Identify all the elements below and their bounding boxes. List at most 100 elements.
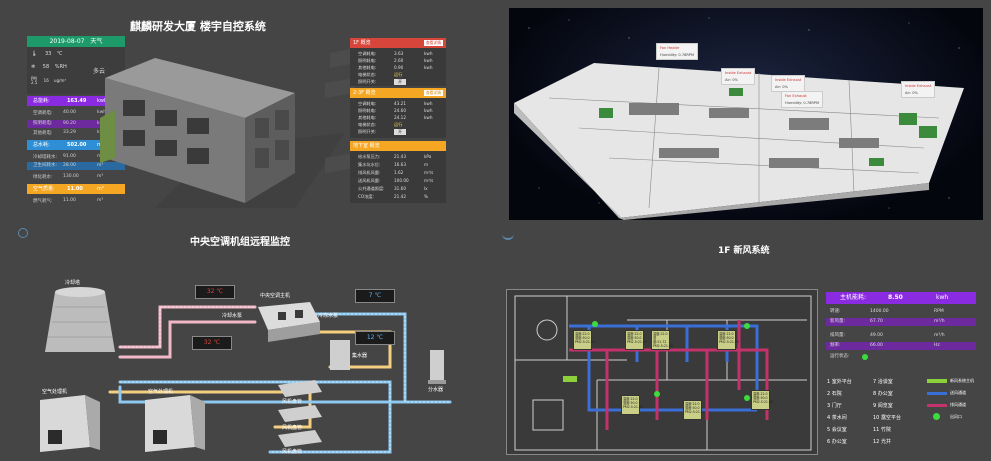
floor-1-header: 1F 概览 查看详情: [350, 38, 446, 48]
energy-head-unit: kwh: [97, 98, 108, 104]
light-toggle[interactable]: 开: [394, 79, 407, 85]
ahu-label: 空气处理机: [148, 389, 174, 395]
legend-room: 12 光井: [873, 439, 891, 445]
legend-key: 出风口: [950, 414, 962, 419]
gas-head-unit: m³: [97, 186, 104, 192]
quadrant-marker-icon: [502, 234, 514, 240]
weather-temp: 33: [44, 51, 52, 57]
legend-room: 3 门厅: [827, 403, 842, 409]
legend-room: 2 石院: [827, 391, 842, 397]
legend-room: 10 露空平台: [873, 415, 901, 421]
weather-sky: 多云: [93, 68, 106, 75]
collector-label: 集水器: [352, 353, 368, 359]
basement-header: 地下室 概览: [350, 141, 446, 151]
temperature-readout: 7 ℃: [355, 289, 395, 303]
legend-room: 7 洽谈室: [873, 379, 893, 385]
hvac-schematic[interactable]: 32 ℃ 7 ℃ 32 ℃ 12 ℃ 冷却塔 中央空调主机 冷却水泵 冷冻水泵 …: [10, 252, 490, 461]
fcu-label: 风机盘管: [282, 449, 303, 455]
fresh-air-title: 1F 新风系统: [718, 246, 770, 256]
legend-swatch: [927, 392, 947, 395]
temperature-readout: 12 ℃: [355, 331, 395, 345]
weather-temp-unit: ℃: [56, 51, 63, 57]
weather-header: 2019-08-07 天气: [27, 36, 125, 47]
divider-label: 分水器: [428, 387, 444, 393]
cooling-tower-label: 冷却塔: [65, 280, 81, 286]
temperature-readout: 32 ℃: [192, 336, 232, 350]
weather-card: 2019-08-07 天气 🌡 33 ℃ ❄ 58 %RH PM 2.5 16 …: [27, 36, 125, 94]
energy-header: 总能耗: 163.49 kwh: [27, 96, 125, 106]
pm-label: PM 2.5: [31, 76, 38, 85]
legend-room: 11 竹院: [873, 427, 891, 433]
hvac-title: 中央空调机组远程监控: [190, 237, 290, 248]
chiller-label: 中央空调主机: [260, 293, 291, 299]
gas-header: 空气质量: 11.00 m³: [27, 184, 125, 194]
gas-head-label: 空气质量:: [33, 186, 55, 192]
legend-key: 排风通道: [950, 402, 966, 407]
humidity-icon: ❄: [31, 64, 36, 70]
water-head-label: 总水耗:: [33, 142, 50, 148]
outlet-dot-icon: [933, 413, 940, 420]
chilled-pump-label: 冷冻水泵: [318, 313, 339, 319]
legend-room: 1 室外平台: [827, 379, 852, 385]
legend-room: 8 办公室: [873, 391, 893, 397]
page-title: 麒麟研发大厦 楼宇自控系统: [130, 20, 266, 33]
legend-swatch: [927, 379, 947, 383]
floor-1-detail-badge[interactable]: 查看详情: [423, 40, 443, 46]
legend-key: 送风通道: [950, 390, 966, 395]
temperature-readout: 32 ℃: [195, 285, 235, 299]
legend-room: 5 会议室: [827, 427, 847, 433]
legend-room: 4 茶水间: [827, 415, 847, 421]
water-head-value: 502.00: [67, 142, 87, 148]
energy-head-label: 总能耗:: [33, 98, 50, 104]
floor-2-3-header: 2-3F 概览 查看详情: [350, 88, 446, 98]
weather-label: 天气: [90, 38, 103, 45]
weather-humidity-unit: %RH: [54, 64, 67, 70]
fcu-label: 风机盘管: [282, 399, 303, 405]
light-toggle[interactable]: 开: [394, 129, 407, 135]
gas-head-value: 11.00: [67, 186, 83, 192]
legend-room: 9 阅览室: [873, 403, 893, 409]
thermometer-icon: 🌡: [31, 51, 38, 57]
energy-head-value: 163.49: [67, 98, 87, 104]
weather-humidity: 58: [42, 64, 50, 70]
quadrant-marker-icon: [18, 228, 28, 238]
ahu-label: 空气处理机: [42, 389, 68, 395]
floor-2-3-detail-badge[interactable]: 查看详情: [423, 90, 443, 96]
weather-date: 2019-08-07: [49, 38, 85, 45]
weather-pm-unit: ug/m³: [54, 78, 66, 83]
status-dot-icon: [862, 354, 868, 360]
building-3d-model[interactable]: [95, 38, 355, 213]
legend-room: 6 办公室: [827, 439, 847, 445]
legend-key: 新风系统主机: [950, 378, 974, 383]
legend-swatch: [927, 404, 947, 407]
fcu-label: 风机盘管: [282, 425, 303, 431]
unit-status: 运行状态:: [826, 354, 976, 360]
unit-energy-header: 主机能耗: 8.50 kwh: [826, 292, 976, 304]
